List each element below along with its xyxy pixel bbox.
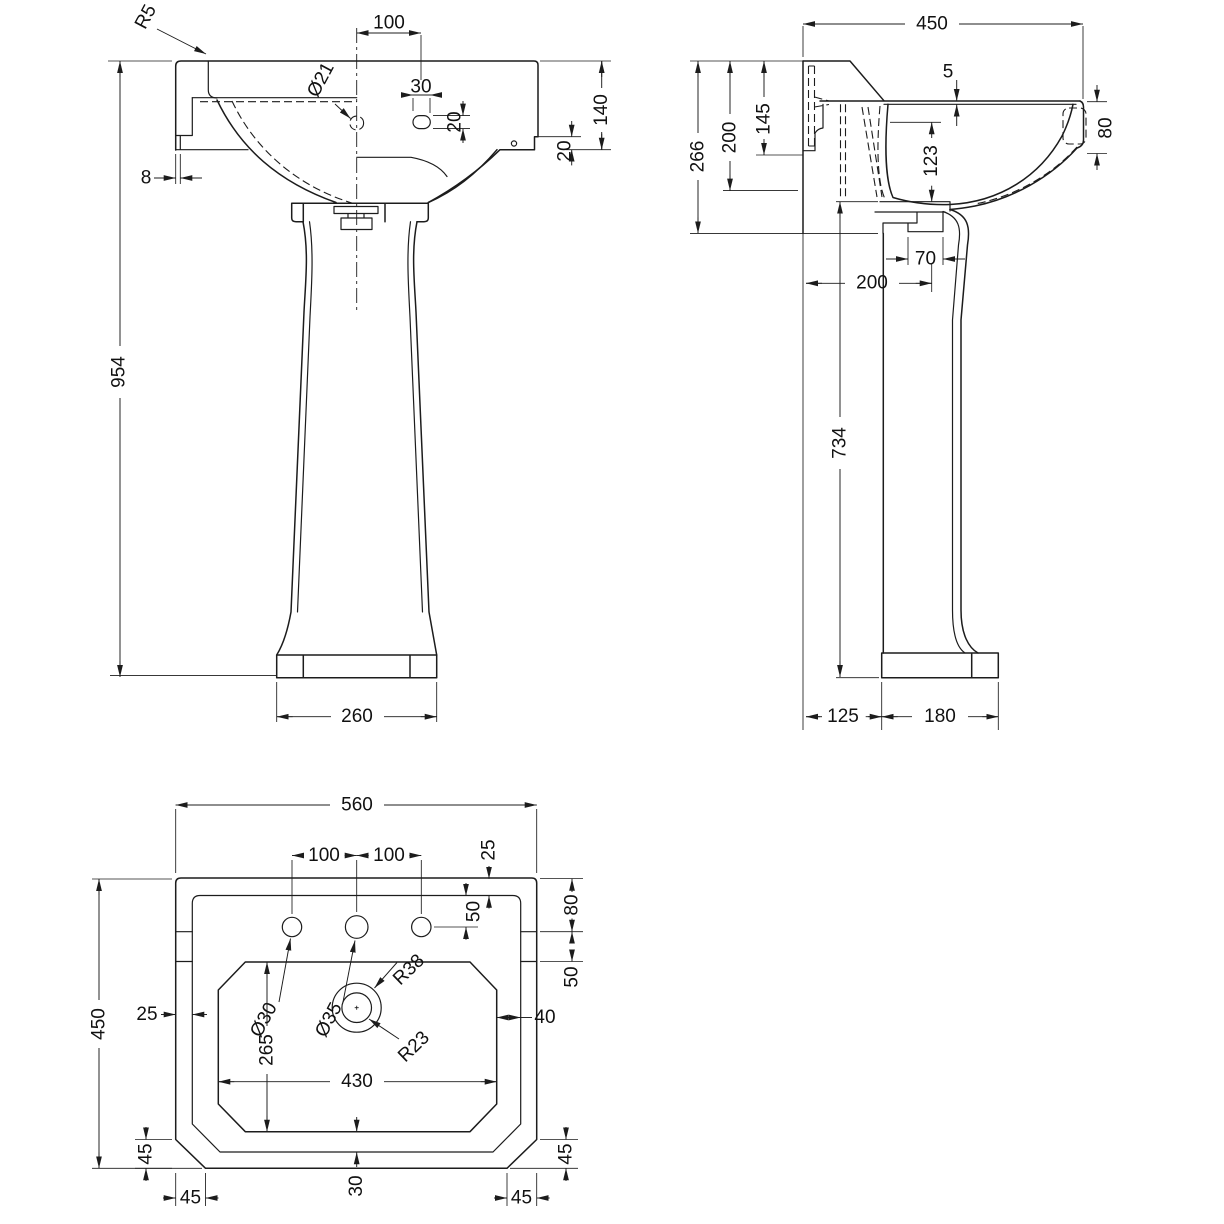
dim-side-450: 450	[916, 14, 948, 35]
front-bowl-section	[216, 99, 337, 204]
front-pedestal-flange	[290, 202, 430, 223]
dim-plan-25-edge: 25	[479, 839, 500, 860]
plan-taphole-center	[344, 915, 369, 939]
dim-plan-265: 265	[257, 1034, 278, 1066]
dim-front-30: 30	[410, 77, 431, 98]
front-overflow-slot	[412, 114, 431, 130]
front-basin-outline	[174, 60, 539, 204]
plan-outer-outline	[174, 877, 538, 1170]
dim-front-8: 8	[141, 168, 152, 189]
plan-bowl-outline	[217, 961, 498, 1133]
dim-side-734: 734	[830, 427, 851, 459]
dim-side-200h: 200	[856, 273, 888, 294]
front-bowl-outer-right	[427, 148, 498, 204]
side-bowl-inner	[885, 103, 1074, 206]
front-taphole-dashed	[349, 115, 365, 131]
plan-taphole-left	[281, 916, 303, 938]
plan-inner-outline	[191, 894, 522, 1153]
front-view	[110, 28, 539, 679]
front-pedestal-column	[275, 220, 438, 656]
front-apron	[175, 97, 249, 151]
dim-front-954: 954	[109, 356, 130, 388]
plan-side-wings	[175, 931, 538, 963]
dim-plan-45-right-v: 45	[556, 1143, 577, 1164]
dim-plan-50-edge: 50	[562, 966, 583, 987]
side-front-pocket	[1062, 107, 1087, 145]
dim-plan-30: 30	[346, 1175, 367, 1196]
side-view	[802, 60, 1087, 730]
side-top-edge	[802, 60, 885, 102]
dim-front-20-ledge: 20	[555, 140, 576, 161]
dim-plan-45-right-h: 45	[511, 1188, 532, 1209]
dim-plan-100-left: 100	[308, 845, 340, 866]
side-overflow-channel	[839, 104, 883, 198]
dim-plan-25-gap: 25	[136, 1004, 157, 1025]
side-base	[880, 652, 1000, 679]
dim-side-125: 125	[827, 706, 859, 727]
front-pedestal-column-inner	[296, 221, 424, 613]
dim-plan-r38: R38	[389, 950, 429, 989]
plan-waste-outer	[331, 982, 382, 1033]
dim-side-80: 80	[1096, 117, 1117, 138]
dim-plan-40-gap: 40	[534, 1007, 555, 1028]
side-outlet	[874, 201, 951, 234]
dim-front-dia21: Ø21	[303, 59, 338, 101]
dim-side-145: 145	[754, 103, 775, 135]
side-pedestal	[882, 208, 979, 654]
side-pedestal-inner	[942, 210, 966, 654]
dim-side-5: 5	[943, 62, 954, 83]
dim-plan-100-right: 100	[373, 845, 405, 866]
dim-plan-45-left-v: 45	[136, 1143, 157, 1164]
dim-side-200v: 200	[720, 122, 741, 154]
dim-plan-560: 560	[341, 795, 373, 816]
dim-front-140: 140	[591, 94, 612, 126]
side-bowl-hidden	[877, 105, 1078, 205]
dim-plan-50-inner: 50	[464, 901, 485, 922]
dim-plan-430: 430	[341, 1071, 373, 1092]
front-drain-bulge	[356, 156, 448, 178]
front-view-dimensions: 954 R5 Ø21 100 30 20 140 20	[108, 1, 612, 727]
dim-side-180: 180	[924, 706, 956, 727]
side-back-rib	[802, 103, 824, 152]
dim-side-123: 123	[921, 145, 942, 177]
plan-taphole-right	[410, 916, 432, 938]
front-fixing-hole	[510, 140, 518, 147]
plan-view	[174, 877, 538, 1170]
dim-plan-45-left-h: 45	[180, 1188, 201, 1209]
dim-front-260: 260	[341, 706, 373, 727]
dim-plan-450: 450	[89, 1008, 110, 1040]
dim-front-100: 100	[373, 13, 405, 34]
front-pedestal-base	[275, 654, 438, 679]
side-front-face	[949, 100, 1085, 211]
dim-side-70: 70	[915, 249, 936, 270]
front-left-ledge	[207, 60, 218, 99]
plan-waste-center-tick	[354, 1005, 359, 1010]
dim-front-20-slot: 20	[445, 111, 466, 132]
side-view-dimensions: 450 145 200 266 5 80 123 70	[688, 14, 1117, 730]
side-back-rib-hidden	[807, 65, 830, 147]
dim-plan-80-edge: 80	[562, 894, 583, 915]
dim-side-266: 266	[688, 141, 709, 173]
dim-front-r5: R5	[131, 1, 161, 32]
front-bowl-hidden	[231, 100, 353, 204]
plan-waste-inner	[341, 992, 373, 1024]
dim-plan-r23: R23	[394, 1027, 434, 1066]
plan-view-dimensions: 560 100 100 25 50 80 50 Ø30 Ø35 R38 R23	[89, 795, 583, 1209]
front-waste-fitting	[333, 205, 379, 231]
dim-plan-dia35: Ø35	[311, 999, 346, 1041]
